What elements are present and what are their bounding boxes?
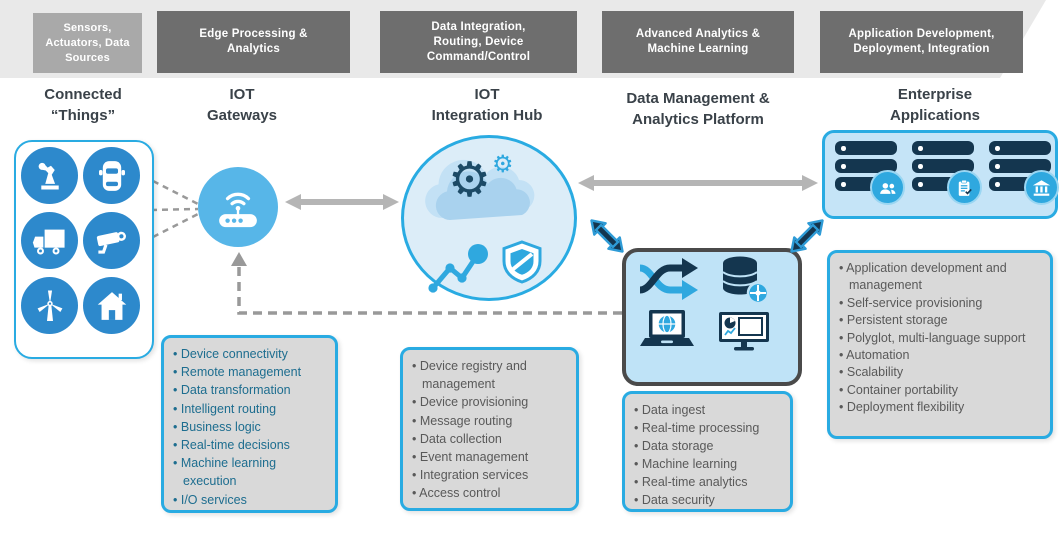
list-item: Data storage (631, 437, 782, 455)
server-stack (835, 141, 905, 205)
list-item: Device provisioning (409, 393, 568, 411)
list-item: Device connectivity (170, 345, 327, 363)
wind-turbine-icon (21, 277, 78, 334)
list-item: Integration services (409, 466, 568, 484)
list-item: Machine learning (631, 455, 782, 473)
database-target-icon (722, 256, 770, 305)
stage-app-development: Application Development, Deployment, Int… (820, 11, 1023, 73)
platform-feature-list: Data ingestReal-time processingData stor… (622, 391, 793, 512)
list-item: Real-time decisions (170, 436, 327, 454)
monitor-analytics-icon (719, 312, 769, 351)
list-item: Deployment flexibility (836, 399, 1042, 416)
stage-edge-processing: Edge Processing & Analytics (157, 11, 350, 73)
bank-columns-icon (1024, 170, 1059, 205)
list-item: Access control (409, 484, 568, 502)
iot-integration-hub-node (401, 135, 577, 301)
server-slat (989, 159, 1051, 173)
list-item: Real-time analytics (631, 473, 782, 491)
connected-car-icon (83, 147, 140, 204)
list-item: Data collection (409, 430, 568, 448)
users-icon (870, 170, 905, 205)
server-slat (835, 141, 897, 155)
list-item: Event management (409, 448, 568, 466)
list-item: Scalability (836, 364, 1042, 381)
bidirectional-arrow-platform-enterprise (784, 213, 831, 260)
robot-arm-icon (21, 147, 78, 204)
list-item: Application development and management (836, 260, 1042, 295)
truck-icon (21, 212, 78, 269)
list-item: Data transformation (170, 381, 327, 399)
iot-gateway-node (198, 167, 278, 247)
list-item: Data ingest (631, 401, 782, 419)
security-camera-icon (83, 212, 140, 269)
hub-feature-list: Device registry and managementDevice pro… (400, 347, 579, 511)
analytics-graph-icon (428, 244, 488, 293)
list-item: Business logic (170, 418, 327, 436)
server-stack (912, 141, 982, 205)
bidirectional-arrow-hub-platform (584, 213, 631, 260)
gear-icon: ⚙ (448, 154, 492, 207)
list-item: Container portability (836, 382, 1042, 399)
stage-sensors: Sensors, Actuators, Data Sources (33, 13, 142, 73)
heading-iot-gateways: IOT Gateways (206, 86, 278, 124)
server-slat (835, 159, 897, 173)
smart-home-icon (83, 277, 140, 334)
security-shield-icon (502, 240, 542, 284)
heading-data-management-platform: Data Management & Analytics Platform (626, 90, 770, 128)
small-gear-icon: ⚙ (492, 151, 514, 178)
clipboard-check-icon (947, 170, 982, 205)
list-item: Polyglot, multi-language support (836, 330, 1042, 347)
list-item: Real-time processing (631, 419, 782, 437)
list-item: Automation (836, 347, 1042, 364)
list-item: Device registry and management (409, 357, 568, 393)
heading-enterprise-applications: Enterprise Applications (889, 86, 980, 124)
list-item: I/O services (170, 491, 327, 509)
server-slat (912, 159, 974, 173)
wifi-router-icon (219, 192, 257, 228)
stage-data-integration: Data Integration, Routing, Device Comman… (380, 11, 577, 73)
server-slat (989, 141, 1051, 155)
heading-iot-integration-hub: IOT Integration Hub (431, 86, 543, 124)
list-item: Message routing (409, 412, 568, 430)
gateway-feature-list: Device connectivityRemote managementData… (161, 335, 338, 513)
stage-advanced-analytics: Advanced Analytics & Machine Learning (602, 11, 794, 73)
server-slat (912, 141, 974, 155)
list-item: Intelligent routing (170, 400, 327, 418)
list-item: Data security (631, 491, 782, 509)
server-stack (989, 141, 1059, 205)
data-flow-arrows-icon (639, 258, 698, 300)
list-item: Persistent storage (836, 312, 1042, 329)
cloud-icon (425, 159, 535, 220)
laptop-globe-icon (640, 310, 694, 346)
list-item: Remote management (170, 363, 327, 381)
list-item: Machine learning execution (170, 454, 327, 490)
heading-connected-things: Connected “Things” (44, 86, 122, 124)
list-item: Self-service provisioning (836, 295, 1042, 312)
enterprise-feature-list: Application development and managementSe… (827, 250, 1053, 439)
